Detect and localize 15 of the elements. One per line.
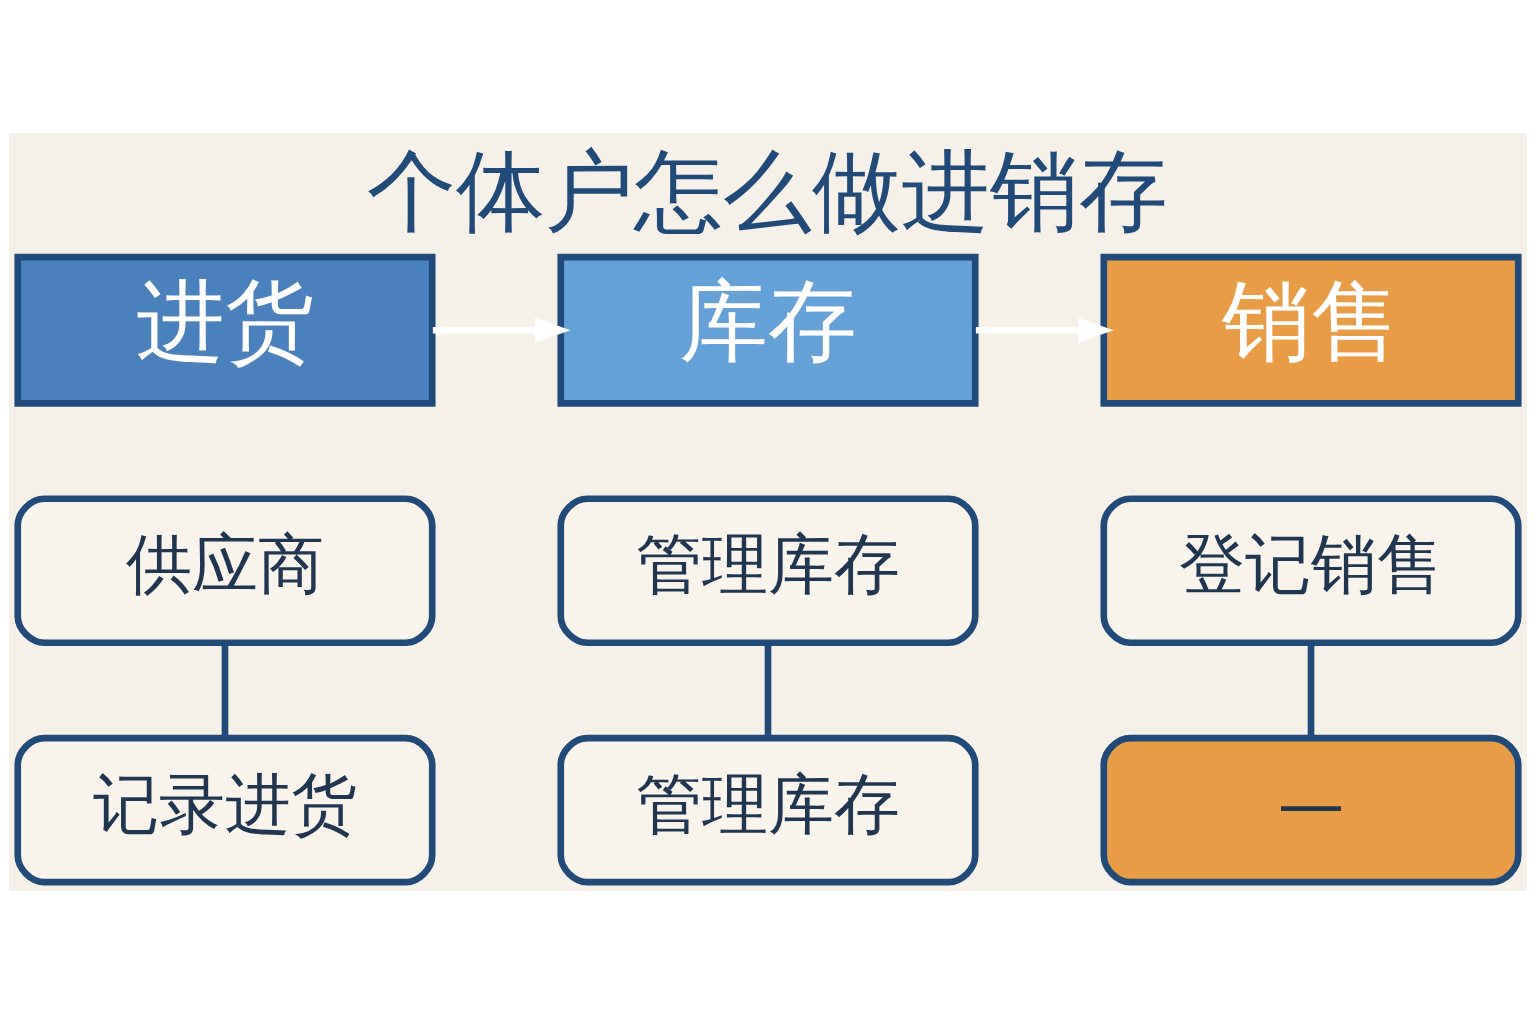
connector (1307, 642, 1315, 738)
node-box: 库存 (557, 253, 979, 407)
node-box: 登记销售 (1100, 495, 1522, 647)
node-box: — (1100, 734, 1522, 886)
diagram-title: 个体户怎么做进销存 (367, 139, 1169, 243)
connector (764, 642, 772, 738)
arrow (432, 317, 571, 343)
arrow (975, 317, 1114, 343)
node-box: 记录进货 (14, 734, 436, 886)
node-box: 供应商 (14, 495, 436, 647)
node-box: 管理库存 (557, 734, 979, 886)
connector (221, 642, 229, 738)
node-box: 进货 (14, 253, 436, 407)
node-box: 管理库存 (557, 495, 979, 647)
node-box: 销售 (1100, 253, 1522, 407)
